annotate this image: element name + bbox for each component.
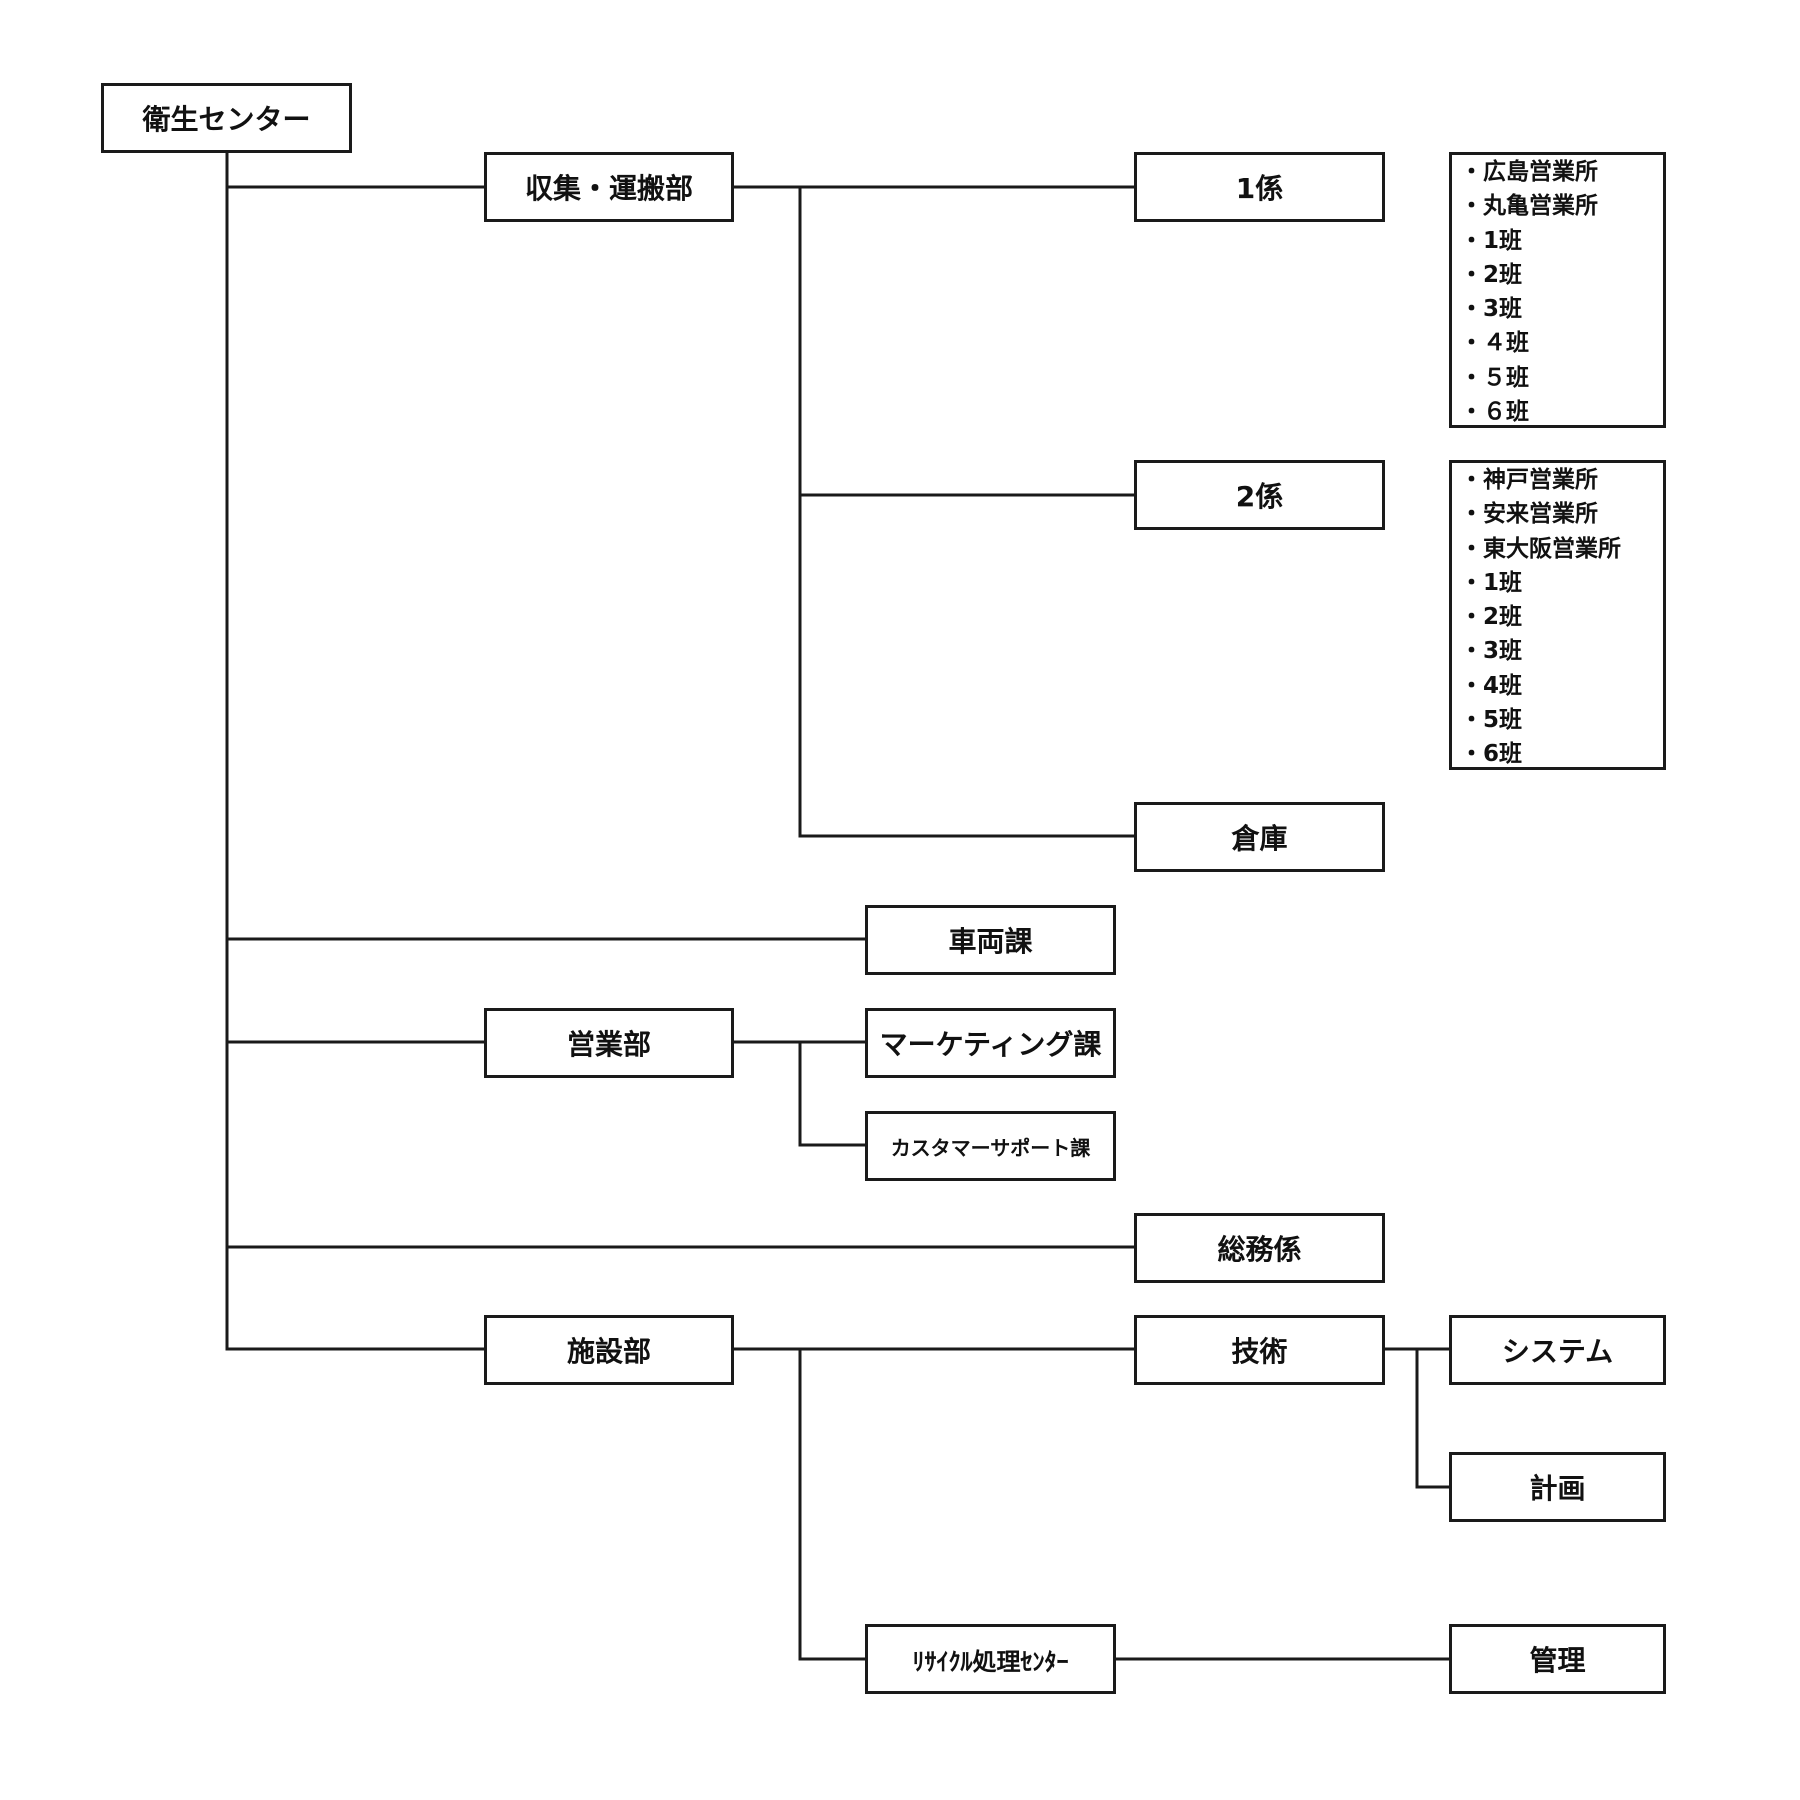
list-item: ・広島営業所 xyxy=(1460,159,1598,185)
list-section2-units: ・神戸営業所 ・安来営業所 ・東大阪営業所 ・1班 ・2班 ・3班 ・4班 ・5… xyxy=(1449,460,1666,770)
node-facility-dept: 施設部 xyxy=(484,1315,734,1385)
list-item: ・５班 xyxy=(1460,364,1529,391)
node-marketing-div: マーケティング課 xyxy=(865,1008,1116,1078)
list-item: ・1班 xyxy=(1460,569,1523,596)
list-item: ・1班 xyxy=(1460,227,1523,254)
node-recycle-center: ﾘｻｲｸﾙ処理ｾﾝﾀｰ xyxy=(865,1624,1116,1694)
list-item: ・5班 xyxy=(1460,707,1523,734)
node-management: 管理 xyxy=(1449,1624,1666,1694)
node-system: システム xyxy=(1449,1315,1666,1385)
list-item: ・6班 xyxy=(1460,741,1523,768)
node-technical: 技術 xyxy=(1134,1315,1385,1385)
list-item: ・4班 xyxy=(1460,672,1523,699)
list-item: ・2班 xyxy=(1460,261,1523,288)
list-item: ・４班 xyxy=(1460,330,1529,357)
list-item: ・3班 xyxy=(1460,638,1523,665)
list-item: ・2班 xyxy=(1460,604,1523,631)
node-root: 衛生センター xyxy=(101,83,352,153)
list-item: ・神戸営業所 xyxy=(1460,467,1598,493)
list-item: ・６班 xyxy=(1460,399,1529,426)
list-item: ・3班 xyxy=(1460,296,1523,323)
list-item: ・丸亀営業所 xyxy=(1460,193,1598,220)
node-vehicle-div: 車両課 xyxy=(865,905,1116,975)
node-section2: 2係 xyxy=(1134,460,1385,530)
node-planning: 計画 xyxy=(1449,1452,1666,1522)
list-item: ・東大阪営業所 xyxy=(1460,535,1621,562)
node-section1: 1係 xyxy=(1134,152,1385,222)
node-collection-dept: 収集・運搬部 xyxy=(484,152,734,222)
node-general-affairs: 総務係 xyxy=(1134,1213,1385,1283)
list-section1-units: ・広島営業所 ・丸亀営業所 ・1班 ・2班 ・3班 ・４班 ・５班 ・６班 xyxy=(1449,152,1666,428)
node-sales-dept: 営業部 xyxy=(484,1008,734,1078)
list-item: ・安来営業所 xyxy=(1460,501,1598,528)
node-support-div: カスタマーサポート課 xyxy=(865,1111,1116,1181)
node-warehouse: 倉庫 xyxy=(1134,802,1385,872)
